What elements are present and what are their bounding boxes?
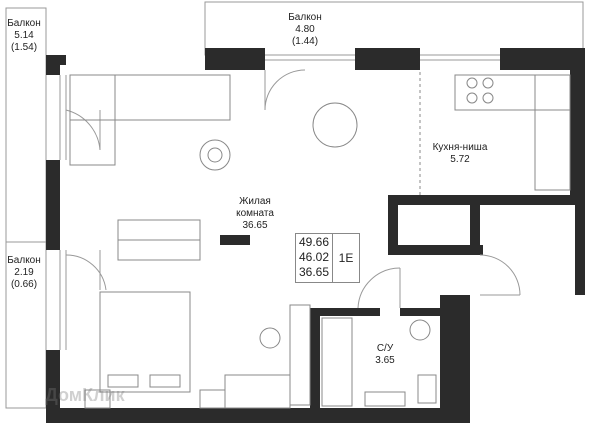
kitchen-counter <box>454 74 571 111</box>
room-area: 36.65 <box>242 220 268 231</box>
room-area-coef: (1.44) <box>291 36 319 47</box>
chair <box>259 327 281 349</box>
room-name: Кухня-ниша <box>432 142 488 153</box>
room-name: Жилая <box>239 196 271 207</box>
room-name: Балкон <box>7 18 41 29</box>
bathroom-label: С/У 3.65 <box>365 343 405 367</box>
room-name: Балкон <box>7 255 41 266</box>
kitchen-label: Кухня-ниша 5.72 <box>425 142 495 166</box>
room-area-coef: (1.54) <box>10 42 38 53</box>
bed <box>99 291 191 393</box>
living-area: 36.65 <box>299 265 330 279</box>
room-area: 2.19 <box>14 267 34 278</box>
room-area: 5.72 <box>450 154 470 165</box>
area-summary-table: 49.66 46.02 36.65 1Е <box>295 233 360 283</box>
bathtub <box>321 317 353 407</box>
furniture <box>69 72 571 409</box>
living-room-label: Жилая комната 36.65 <box>225 196 285 232</box>
room-area: 5.14 <box>14 30 34 41</box>
balcony-left-top-label: Балкон 5.14 (1.54) <box>4 18 44 54</box>
washing-machine <box>409 319 431 341</box>
toilet <box>417 374 437 404</box>
sofa <box>69 74 231 121</box>
balcony-top-label: Балкон 4.80 (1.44) <box>280 12 330 48</box>
useful-area: 46.02 <box>299 250 330 264</box>
windows <box>59 59 500 350</box>
room-area: 4.80 <box>295 24 315 35</box>
sink <box>364 391 406 407</box>
total-area: 49.66 <box>299 235 330 249</box>
room-name: Балкон <box>288 12 322 23</box>
dining-table <box>312 102 358 148</box>
apartment-type: 1Е <box>338 250 354 265</box>
room-name: комната <box>236 208 274 219</box>
balcony-left-bottom-label: Балкон 2.19 (0.66) <box>4 255 44 291</box>
room-area: 3.65 <box>375 355 395 366</box>
watermark: ДомКлик <box>45 385 125 405</box>
room-area-coef: (0.66) <box>10 279 38 290</box>
room-name: С/У <box>376 343 394 354</box>
walls <box>46 48 585 423</box>
wardrobe <box>224 374 291 409</box>
doors <box>65 69 521 309</box>
